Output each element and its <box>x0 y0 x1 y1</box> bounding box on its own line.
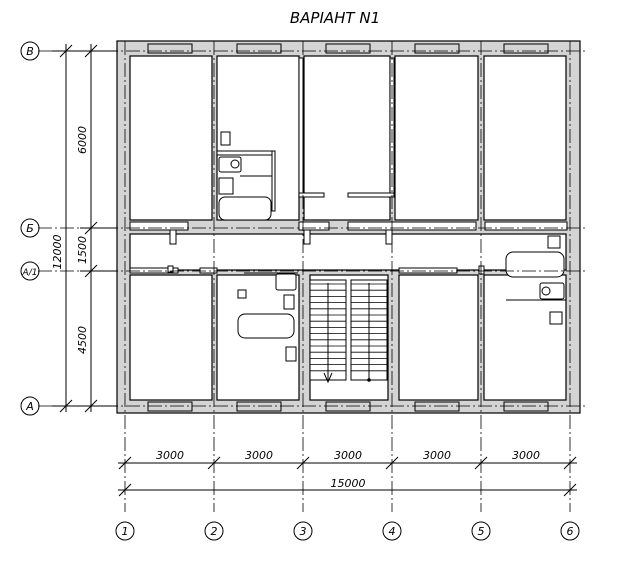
dim-3000-1: 3000 <box>156 449 184 462</box>
vertical-dimensions: 6000 1500 4500 12000 <box>51 44 118 413</box>
bathroom-fixtures-top <box>218 131 272 221</box>
grid-letter-a: А <box>25 400 34 413</box>
grid-number-4: 4 <box>389 525 396 538</box>
dim-1500: 1500 <box>76 236 89 264</box>
dim-tick <box>207 456 221 470</box>
room-top-1 <box>129 55 213 221</box>
grid-number-5: 5 <box>478 525 485 538</box>
stair-arrow-head <box>323 372 333 384</box>
room-top-5 <box>483 55 567 221</box>
dim-3000-4: 3000 <box>423 449 451 462</box>
dim-tick <box>385 456 399 470</box>
dim-15000: 15000 <box>331 477 366 490</box>
windows-top <box>147 43 549 54</box>
room-top-4 <box>394 55 479 221</box>
corridor <box>129 233 567 271</box>
dim-tick <box>118 456 132 470</box>
room-bottom-1 <box>129 274 213 401</box>
dim-tick <box>296 456 310 470</box>
grid-axes <box>38 41 585 512</box>
bathroom-fixtures-bottom-left <box>237 272 298 362</box>
grid-letter-v: В <box>26 45 34 58</box>
dim-3000-2: 3000 <box>245 449 273 462</box>
dim-3000-5: 3000 <box>512 449 540 462</box>
dim-tick <box>563 483 577 497</box>
partitions <box>129 57 568 275</box>
windows-bottom <box>147 401 549 412</box>
grid-number-1: 1 <box>122 525 129 538</box>
dim-tick <box>474 456 488 470</box>
horizontal-dimensions: 3000 3000 3000 3000 3000 15000 <box>118 449 577 497</box>
dim-3000-3: 3000 <box>334 449 362 462</box>
grid-bubbles-numbers: 1 2 3 4 5 6 <box>115 521 580 541</box>
grid-number-3: 3 <box>300 525 307 538</box>
staircase <box>309 279 388 384</box>
grid-bubbles-letters: В Б А/1 А <box>20 41 40 416</box>
grid-number-6: 6 <box>567 525 574 538</box>
dim-tick <box>563 456 577 470</box>
grid-letter-a1: А/1 <box>22 268 38 278</box>
grid-number-2: 2 <box>211 525 218 538</box>
dim-tick <box>118 483 132 497</box>
room-bottom-4 <box>398 274 479 401</box>
dim-12000: 12000 <box>51 235 64 270</box>
grid-letter-b: Б <box>26 222 34 235</box>
dim-4500: 4500 <box>76 326 89 354</box>
dim-6000: 6000 <box>76 126 89 154</box>
stair-return-dot <box>367 378 371 382</box>
drawing-title: ВАРІАНТ N1 <box>290 9 380 27</box>
